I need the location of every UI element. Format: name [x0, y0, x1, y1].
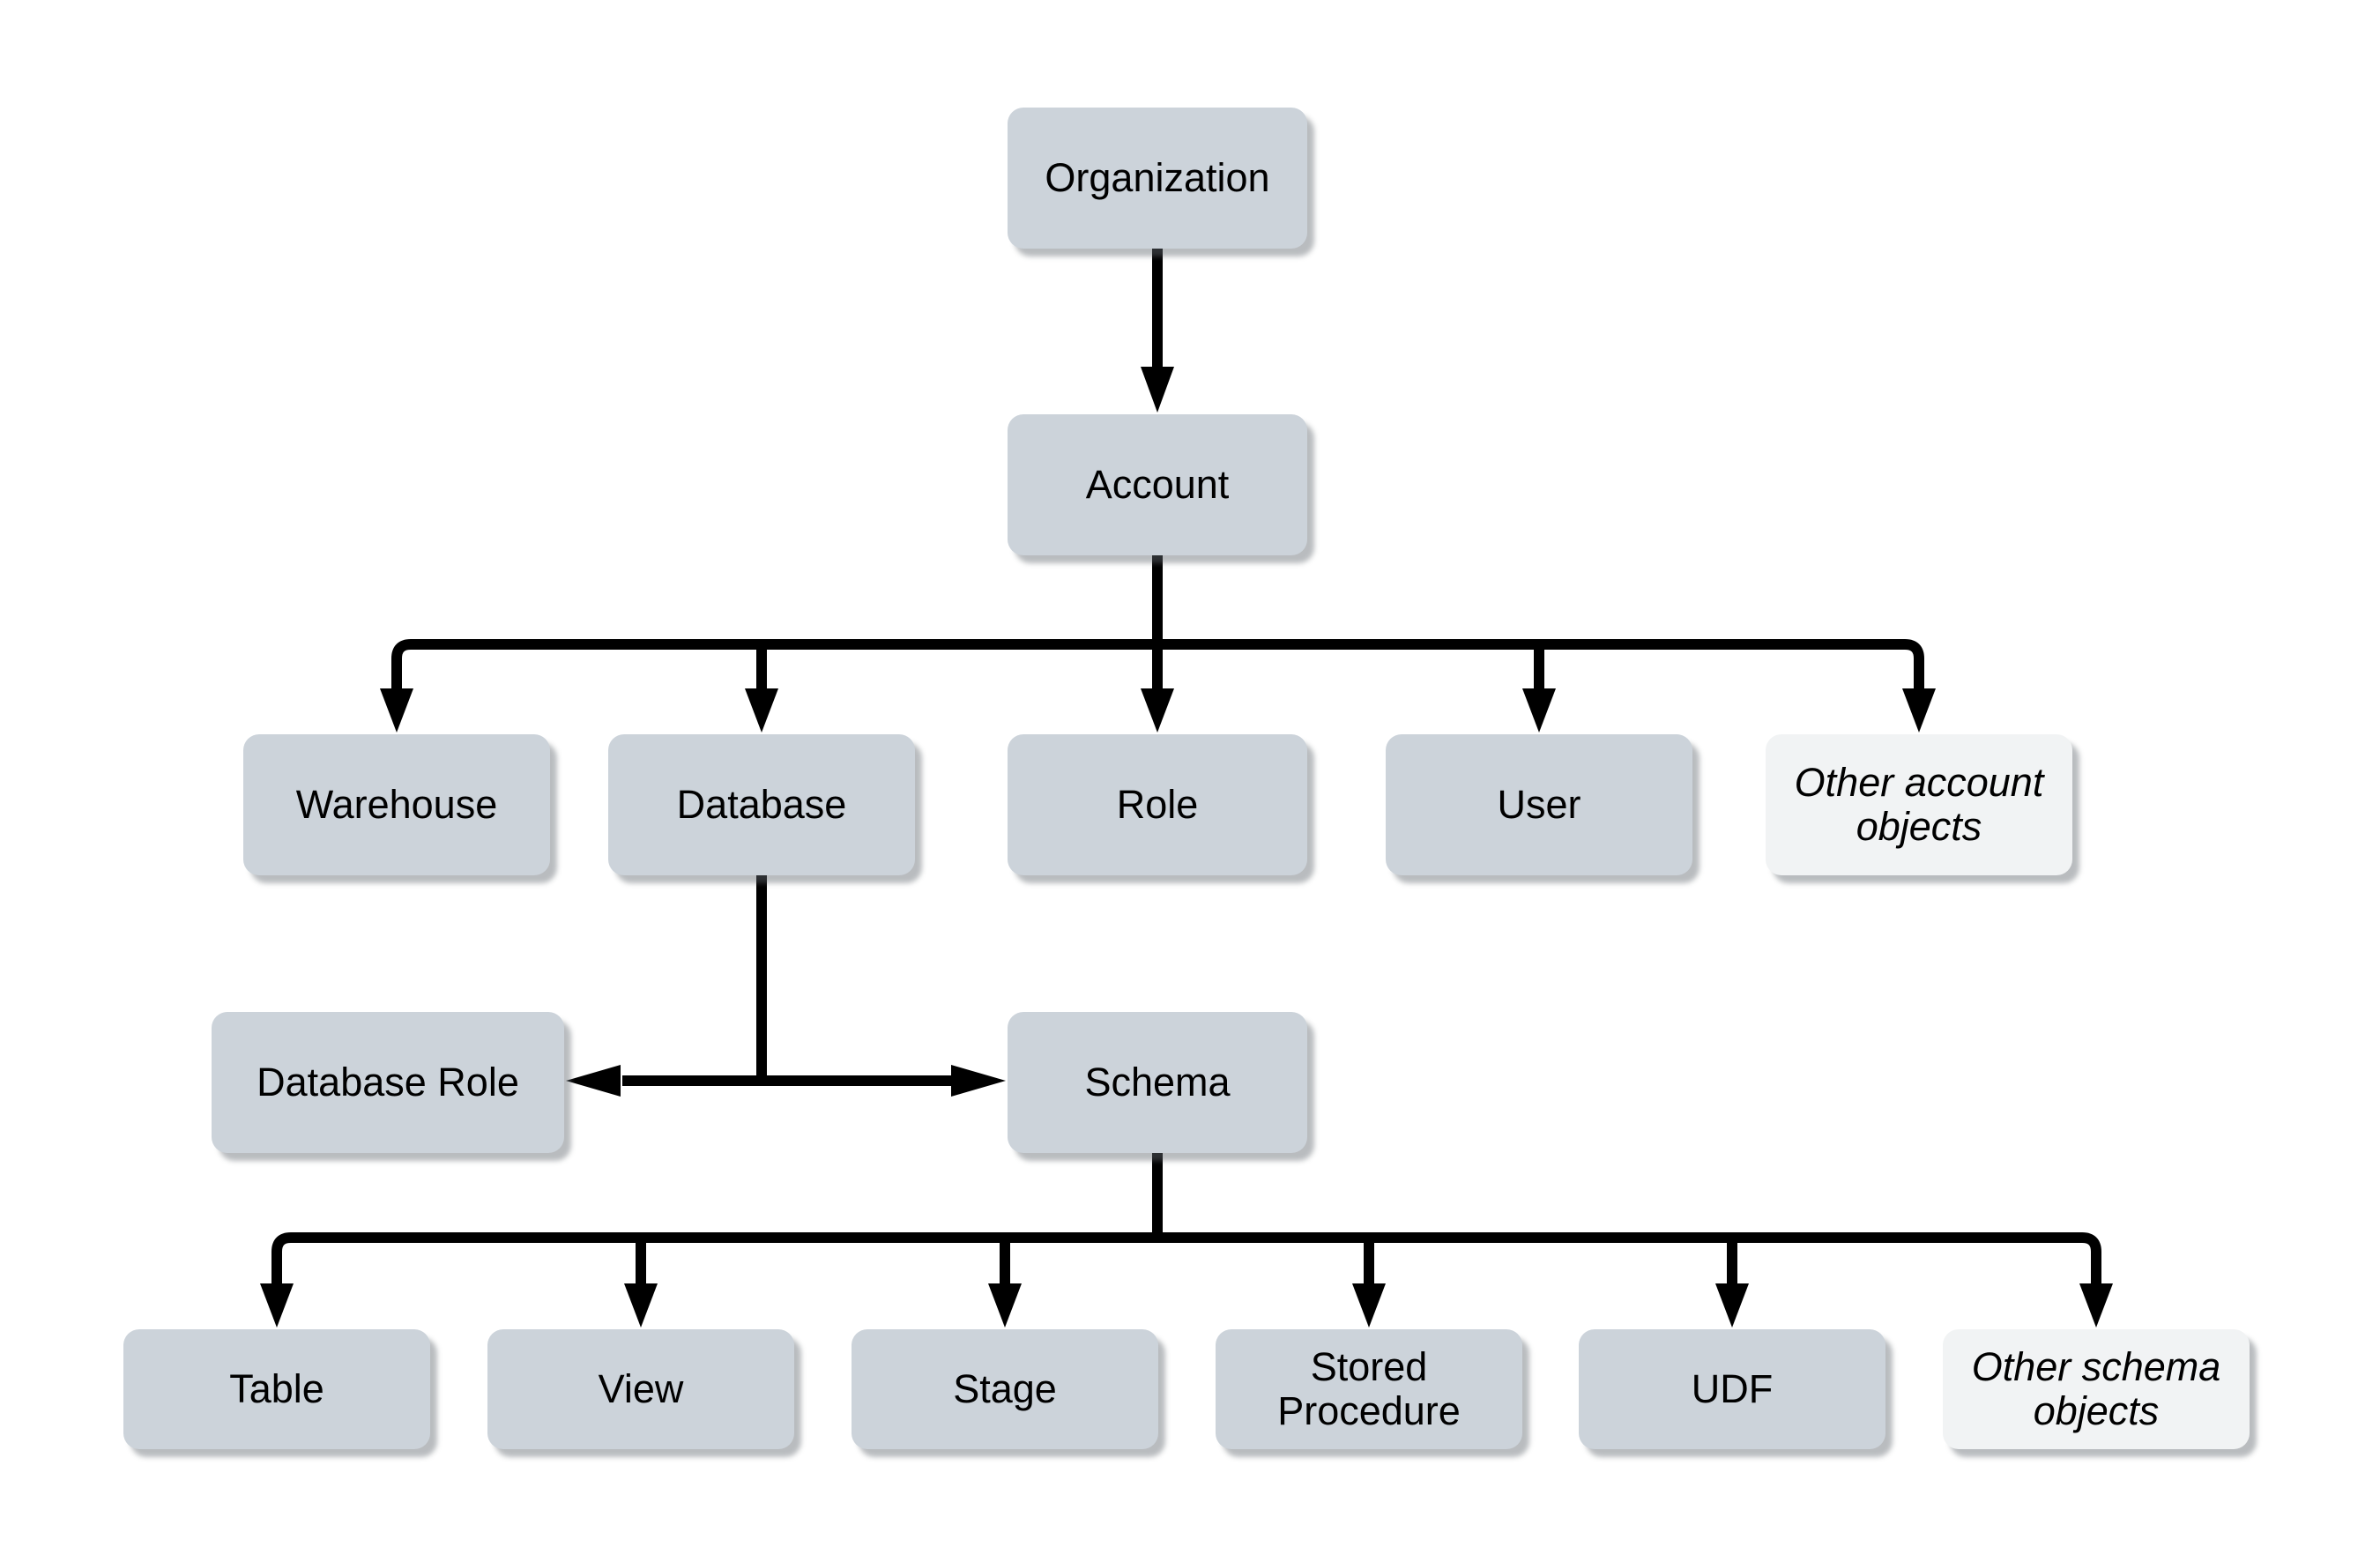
edge-organization-account: [1141, 249, 1174, 413]
node-role: Role: [1008, 734, 1307, 875]
node-other-schema-objects-label: Other schema objects: [1971, 1343, 2221, 1433]
node-organization: Organization: [1008, 108, 1307, 249]
node-schema: Schema: [1008, 1012, 1307, 1153]
node-database-role-label: Database Role: [257, 1059, 519, 1105]
node-other-account-objects-label: Other account objects: [1794, 759, 2044, 849]
node-warehouse-label: Warehouse: [295, 781, 498, 827]
node-stage: Stage: [852, 1329, 1158, 1449]
edge-database-children: [566, 875, 1006, 1097]
node-table-label: Table: [229, 1365, 324, 1411]
node-stage-label: Stage: [953, 1365, 1057, 1411]
node-warehouse: Warehouse: [243, 734, 550, 875]
node-user-label: User: [1497, 781, 1581, 827]
node-udf: UDF: [1579, 1329, 1885, 1449]
node-udf-label: UDF: [1691, 1365, 1774, 1411]
node-organization-label: Organization: [1045, 154, 1270, 200]
node-view-label: View: [598, 1365, 684, 1411]
node-account: Account: [1008, 414, 1307, 555]
node-user: User: [1386, 734, 1692, 875]
node-table: Table: [123, 1329, 430, 1449]
node-account-label: Account: [1085, 461, 1230, 507]
node-role-label: Role: [1116, 781, 1199, 827]
node-schema-label: Schema: [1084, 1059, 1231, 1105]
node-other-account-objects: Other account objects: [1766, 734, 2072, 875]
node-database-label: Database: [676, 781, 847, 827]
node-database-role: Database Role: [212, 1012, 564, 1153]
node-stored-procedure-label: Stored Procedure: [1277, 1343, 1461, 1433]
edge-account-children: [380, 555, 1936, 733]
node-database: Database: [608, 734, 915, 875]
node-stored-procedure: Stored Procedure: [1216, 1329, 1522, 1449]
node-view: View: [487, 1329, 794, 1449]
edge-schema-children: [260, 1153, 2113, 1328]
node-other-schema-objects: Other schema objects: [1943, 1329, 2250, 1449]
